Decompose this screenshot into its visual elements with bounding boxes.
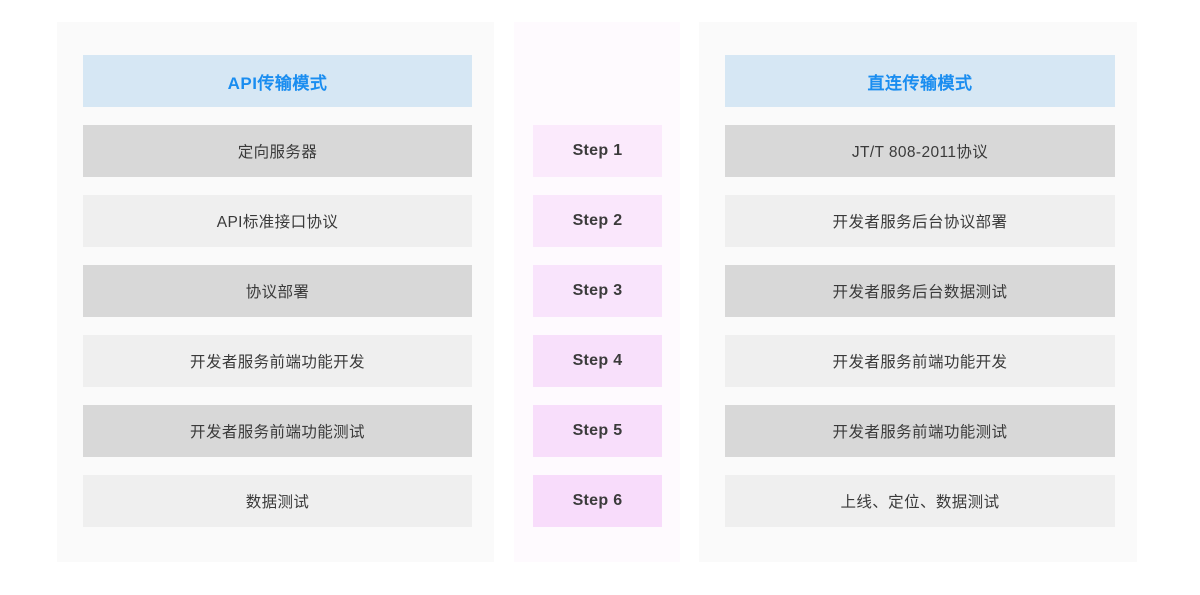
right-row-label-3: 开发者服务后台数据测试 [832, 284, 1008, 301]
step-item: Step 1 [533, 125, 662, 177]
steps-column-content: Step 1 Step 2 Step 3 Step 4 Step 5 Step … [533, 125, 662, 527]
list-item: 定向服务器 [83, 125, 472, 177]
step-label-3: Step 3 [572, 282, 623, 299]
step-item: Step 3 [533, 265, 662, 317]
step-item: Step 4 [533, 335, 662, 387]
right-row-label-1: JT/T 808-2011协议 [851, 144, 989, 161]
list-item: 开发者服务前端功能开发 [83, 335, 472, 387]
step-label-6: Step 6 [572, 492, 623, 509]
list-item: 协议部署 [83, 265, 472, 317]
step-label-4: Step 4 [572, 352, 623, 369]
right-row-label-4: 开发者服务前端功能开发 [832, 354, 1008, 371]
right-row-label-2: 开发者服务后台协议部署 [832, 214, 1008, 231]
list-item: 开发者服务前端功能测试 [725, 405, 1115, 457]
left-column-content: API传输模式 定向服务器 API标准接口协议 协议部署 开发者服务前端功能开发… [83, 55, 472, 527]
left-row-label-2: API标准接口协议 [216, 214, 339, 231]
right-row-label-5: 开发者服务前端功能测试 [832, 424, 1008, 441]
right-row-label-6: 上线、定位、数据测试 [840, 494, 1000, 511]
column-steps: Step 1 Step 2 Step 3 Step 4 Step 5 Step … [514, 22, 680, 562]
step-item: Step 6 [533, 475, 662, 527]
left-column-header: API传输模式 [83, 55, 472, 107]
left-row-label-4: 开发者服务前端功能开发 [190, 354, 365, 371]
left-row-label-1: 定向服务器 [237, 144, 318, 161]
list-item: 开发者服务前端功能测试 [83, 405, 472, 457]
right-column-header-label: 直连传输模式 [867, 73, 973, 93]
left-column-header-label: API传输模式 [227, 73, 328, 93]
step-label-2: Step 2 [572, 212, 623, 229]
right-column-header: 直连传输模式 [725, 55, 1115, 107]
list-item: JT/T 808-2011协议 [725, 125, 1115, 177]
list-item: 数据测试 [83, 475, 472, 527]
right-column-content: 直连传输模式 JT/T 808-2011协议 开发者服务后台协议部署 开发者服务… [725, 55, 1115, 527]
list-item: API标准接口协议 [83, 195, 472, 247]
step-item: Step 5 [533, 405, 662, 457]
step-label-5: Step 5 [572, 422, 623, 439]
column-direct-transmission-mode: 直连传输模式 JT/T 808-2011协议 开发者服务后台协议部署 开发者服务… [699, 22, 1137, 562]
step-item: Step 2 [533, 195, 662, 247]
column-api-transmission-mode: API传输模式 定向服务器 API标准接口协议 协议部署 开发者服务前端功能开发… [57, 22, 494, 562]
list-item: 上线、定位、数据测试 [725, 475, 1115, 527]
list-item: 开发者服务后台协议部署 [725, 195, 1115, 247]
list-item: 开发者服务前端功能开发 [725, 335, 1115, 387]
step-label-1: Step 1 [572, 142, 623, 159]
left-row-label-5: 开发者服务前端功能测试 [190, 424, 365, 441]
left-row-label-3: 协议部署 [245, 284, 310, 301]
list-item: 开发者服务后台数据测试 [725, 265, 1115, 317]
left-row-label-6: 数据测试 [245, 494, 310, 511]
